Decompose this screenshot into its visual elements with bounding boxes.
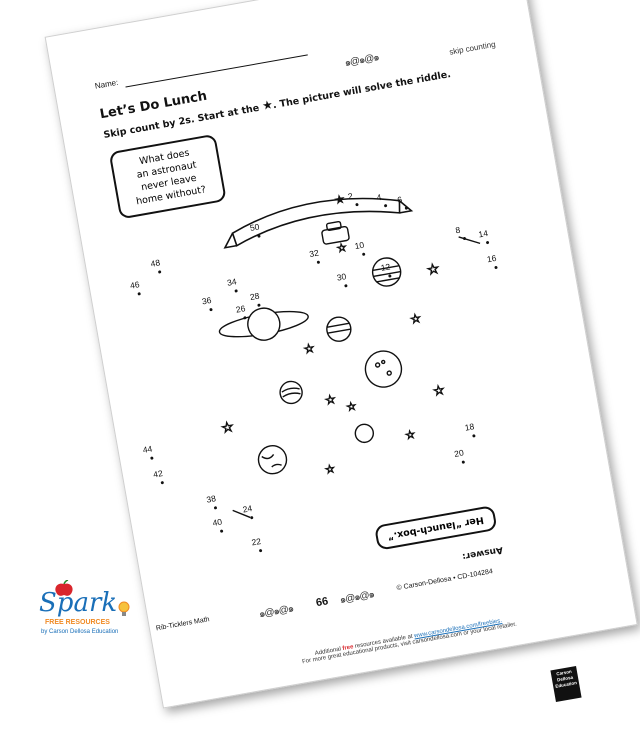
spark-by: by Carson Dellosa Education bbox=[41, 629, 119, 635]
start-star-marker-icon: ★ bbox=[332, 190, 347, 208]
space-artwork: ☆ ☆ ☆ ☆ ☆ ☆ ☆ ☆ ☆ ☆ ★ bbox=[218, 190, 481, 519]
svg-text:☆: ☆ bbox=[426, 260, 441, 278]
dot-label: 18 bbox=[464, 421, 476, 433]
svg-text:☆: ☆ bbox=[432, 382, 446, 399]
svg-text:☆: ☆ bbox=[324, 463, 336, 477]
page-number: 66 bbox=[315, 595, 330, 610]
dot-label: 12 bbox=[379, 261, 392, 273]
dot-label: 40 bbox=[211, 516, 223, 528]
dot-label: 10 bbox=[353, 239, 365, 252]
svg-text:☆: ☆ bbox=[409, 311, 422, 327]
dot-label: 44 bbox=[141, 443, 154, 455]
dot-label: 36 bbox=[201, 294, 213, 307]
dot-label: 20 bbox=[453, 447, 465, 459]
lunchbox-handle-icon bbox=[223, 197, 414, 249]
dot-label: 28 bbox=[249, 290, 261, 303]
connected-segment bbox=[232, 236, 481, 519]
svg-text:☆: ☆ bbox=[346, 400, 358, 414]
spark-brand: Spark bbox=[39, 588, 118, 618]
svg-text:☆: ☆ bbox=[336, 242, 348, 256]
dot-label: 46 bbox=[129, 279, 141, 291]
svg-text:☆: ☆ bbox=[404, 429, 416, 443]
dot-label: 22 bbox=[250, 536, 262, 548]
svg-text:☆: ☆ bbox=[303, 341, 316, 357]
spark-sub: FREE RESOURCES bbox=[45, 619, 110, 626]
planet-icon bbox=[257, 257, 403, 475]
dot-label: 34 bbox=[226, 276, 238, 288]
dot-label: 38 bbox=[205, 493, 217, 505]
lightbulb-icon bbox=[118, 601, 130, 616]
dot-label: 16 bbox=[486, 252, 498, 265]
dot-label: 48 bbox=[149, 257, 161, 269]
dot-label: 32 bbox=[308, 247, 320, 260]
svg-text:☆: ☆ bbox=[220, 418, 235, 436]
ringed-planet-icon bbox=[218, 307, 309, 341]
worksheet-page: Name: Let’s Do Lunch ๑@๑@๑ skip counting… bbox=[44, 0, 638, 709]
svg-text:☆: ☆ bbox=[324, 392, 337, 408]
spark-logo: Spark FREE RESOURCES by Carson Dellosa E… bbox=[35, 580, 135, 640]
dot-label: 24 bbox=[241, 503, 253, 515]
dot-label: 26 bbox=[235, 303, 247, 315]
dot-label: 50 bbox=[249, 221, 261, 234]
publisher-logo: Carson Dellosa Education bbox=[550, 665, 582, 703]
dot-label: 14 bbox=[477, 227, 489, 240]
svg-text:★: ★ bbox=[332, 190, 347, 208]
star-icon: ☆ ☆ ☆ ☆ ☆ ☆ ☆ ☆ ☆ ☆ bbox=[219, 241, 446, 477]
astronaut-helmet-icon bbox=[321, 220, 350, 245]
apple-icon bbox=[55, 580, 73, 596]
dot-label: 30 bbox=[336, 271, 348, 283]
dot-label: 42 bbox=[152, 468, 164, 480]
